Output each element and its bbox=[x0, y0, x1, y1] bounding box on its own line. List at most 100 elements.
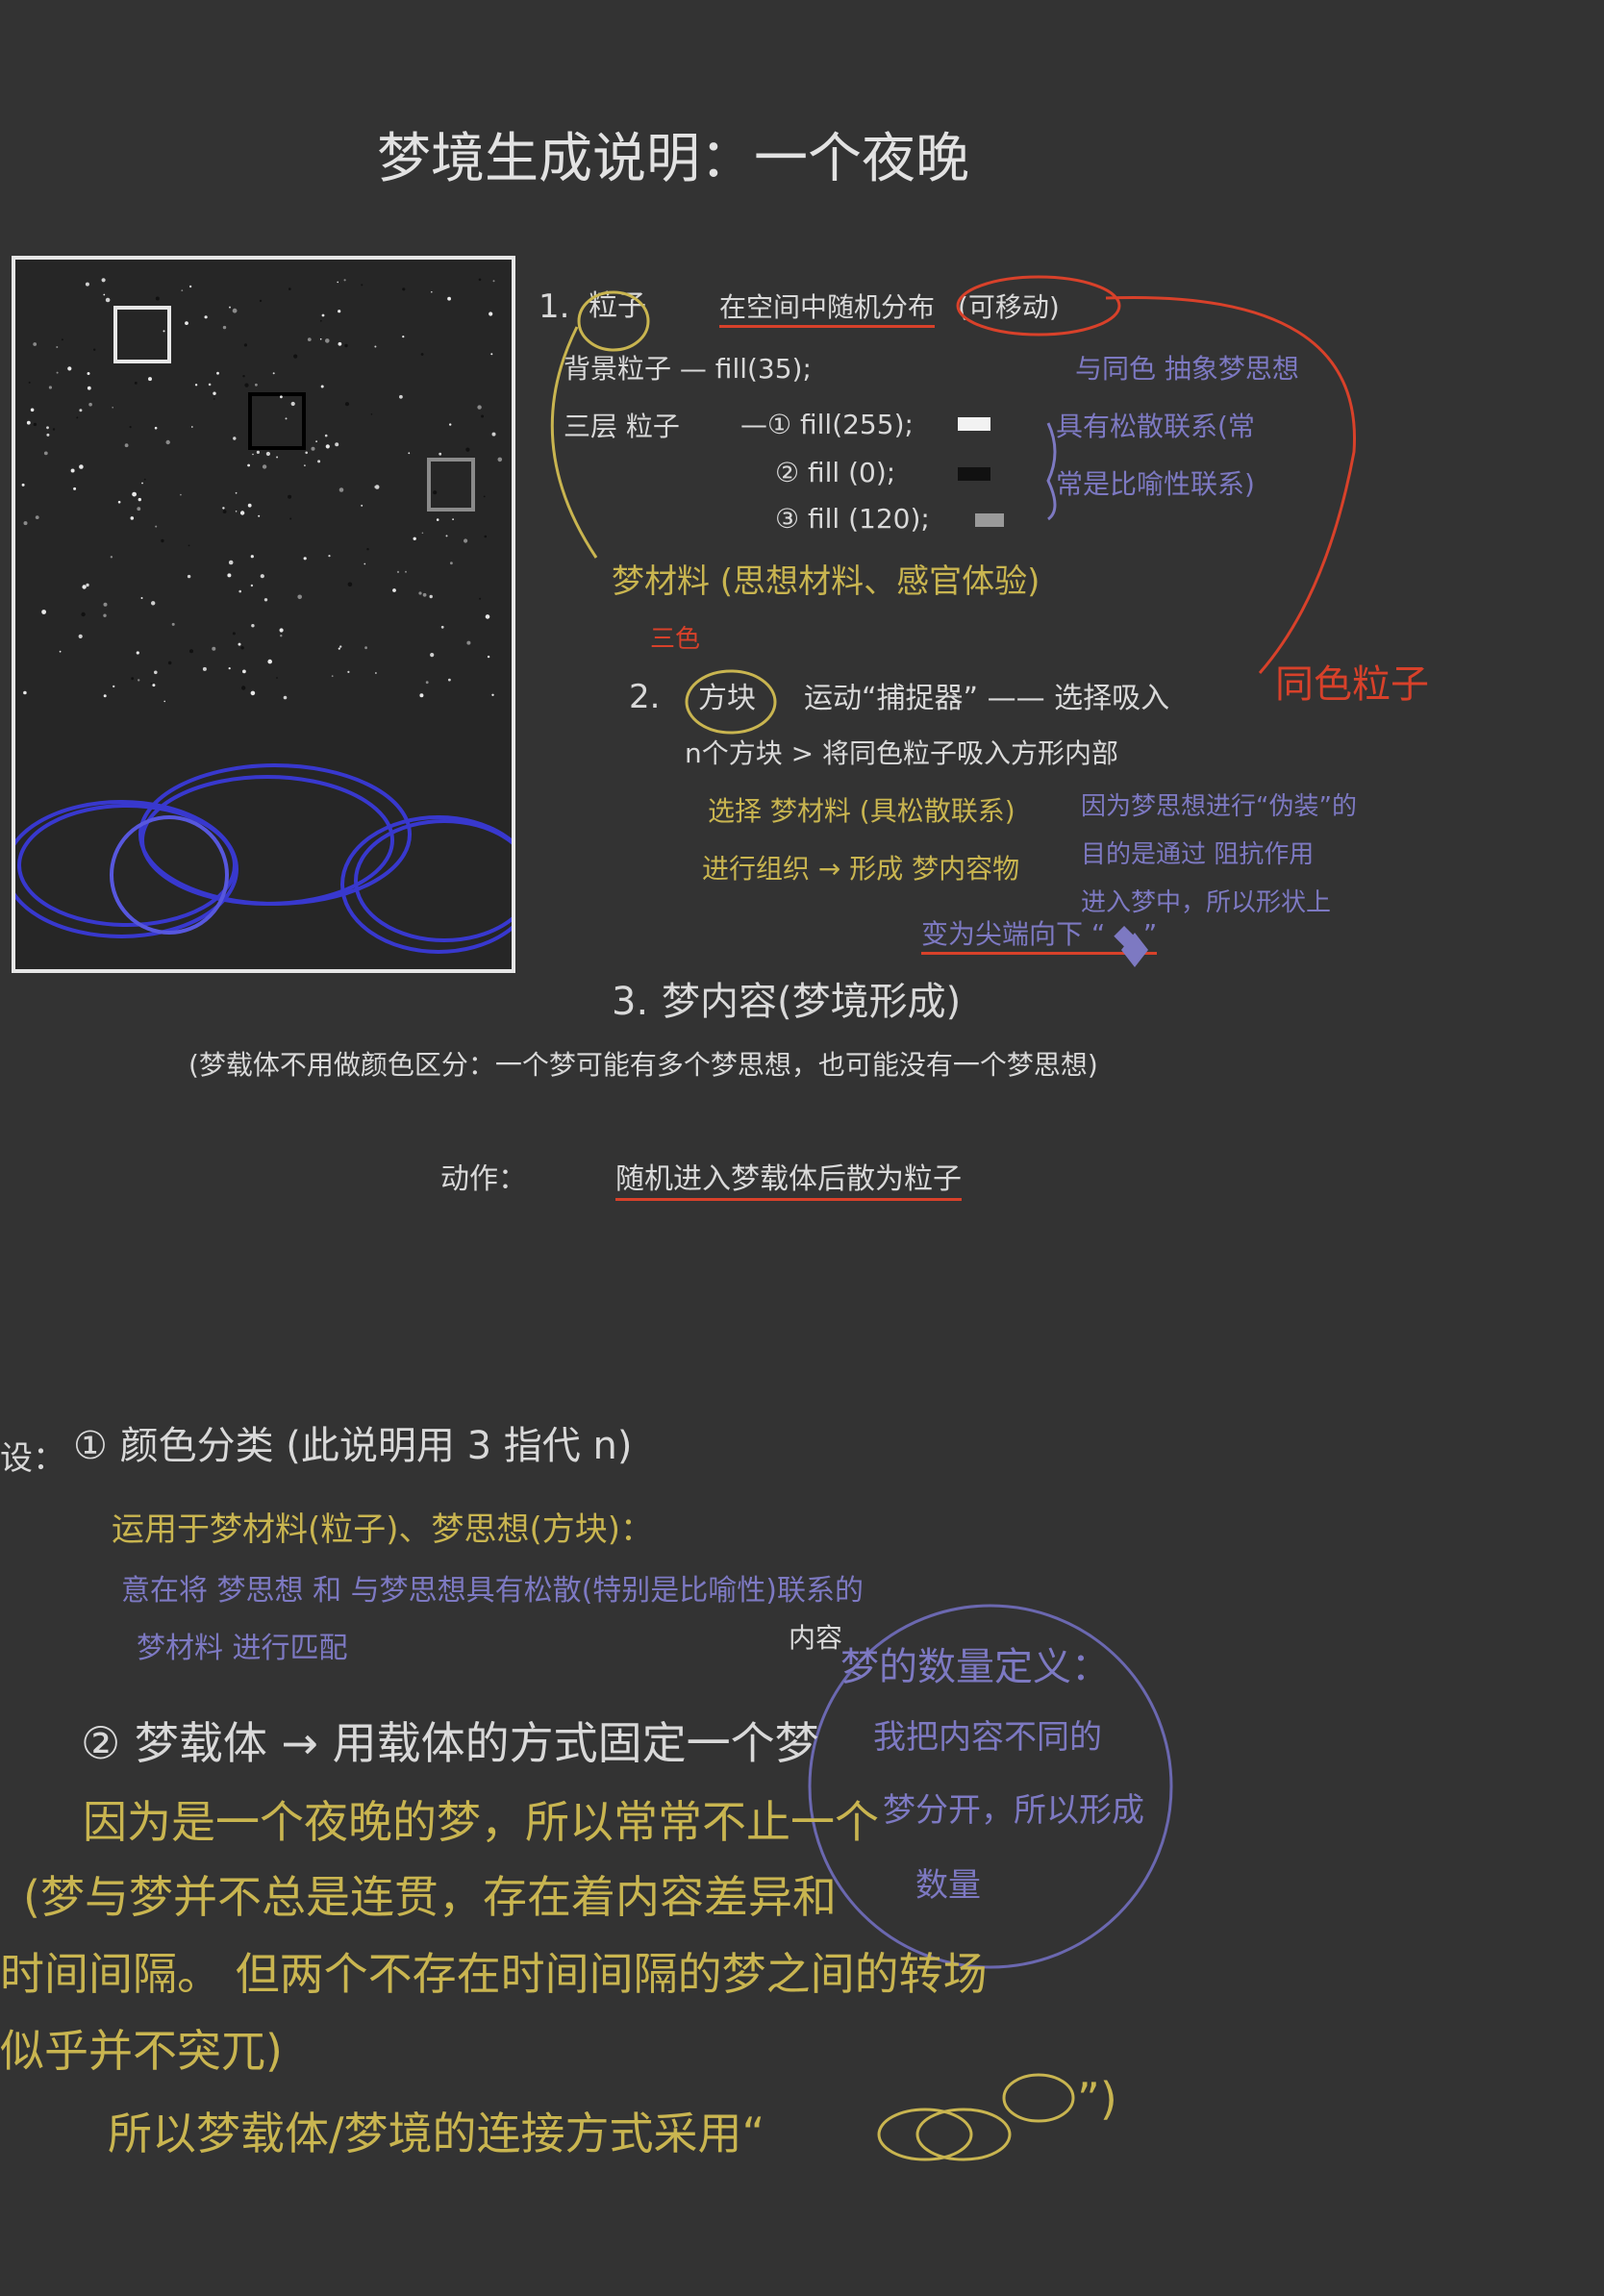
particle bbox=[447, 296, 451, 301]
particle bbox=[335, 442, 339, 447]
particle bbox=[402, 287, 406, 291]
link-ring-left bbox=[877, 2108, 973, 2161]
particle bbox=[190, 426, 193, 428]
particle bbox=[319, 337, 322, 340]
particle bbox=[56, 346, 59, 348]
particle bbox=[82, 585, 87, 589]
particle bbox=[405, 570, 407, 573]
particle bbox=[421, 532, 424, 535]
particle bbox=[279, 628, 284, 633]
particle bbox=[204, 315, 208, 319]
blue-rings bbox=[15, 763, 512, 954]
particle bbox=[445, 535, 448, 537]
particle bbox=[331, 675, 334, 678]
particle bbox=[105, 297, 111, 303]
particle bbox=[364, 646, 367, 650]
action-text: 随机进入梦载体后散为粒子 bbox=[615, 1165, 962, 1201]
section2-item: 方块 bbox=[698, 682, 756, 715]
particle bbox=[319, 319, 322, 322]
particle bbox=[344, 402, 350, 407]
particle bbox=[61, 338, 63, 341]
swatch-black bbox=[958, 467, 990, 481]
particle bbox=[23, 521, 28, 526]
particle bbox=[43, 451, 48, 456]
section1-desc: 在空间中随机分布 bbox=[719, 294, 936, 328]
particle bbox=[315, 440, 317, 442]
particle bbox=[477, 405, 482, 410]
particle bbox=[344, 343, 348, 348]
particle bbox=[185, 321, 188, 325]
gray-square bbox=[427, 458, 475, 512]
particle bbox=[222, 510, 227, 513]
particle bbox=[250, 555, 254, 559]
particle bbox=[479, 597, 482, 600]
tip-down-note: 变为尖端向下 “ ◆ ” bbox=[921, 921, 1158, 955]
particle-field bbox=[15, 278, 512, 954]
particle bbox=[87, 386, 91, 390]
particle bbox=[154, 670, 158, 675]
particle bbox=[325, 338, 330, 343]
section2-line-1: n个方块 > 将同色粒子吸入方形内部 bbox=[685, 737, 1119, 769]
particle bbox=[464, 538, 468, 543]
circle-note-3: 梦分开，所以形成 bbox=[883, 1791, 1144, 1830]
particle bbox=[276, 677, 278, 679]
particle bbox=[229, 306, 231, 309]
particle bbox=[73, 487, 77, 490]
particle bbox=[280, 395, 283, 399]
particle bbox=[79, 464, 84, 469]
particle bbox=[374, 345, 377, 348]
particle bbox=[255, 383, 258, 387]
particle bbox=[67, 366, 72, 371]
particle bbox=[241, 686, 246, 690]
particle bbox=[252, 453, 254, 456]
particle bbox=[137, 507, 141, 512]
particle bbox=[103, 602, 108, 607]
particle bbox=[228, 667, 231, 670]
particle bbox=[150, 683, 153, 685]
particle bbox=[148, 377, 152, 382]
particle bbox=[76, 416, 79, 419]
particle bbox=[324, 434, 328, 437]
particle bbox=[165, 439, 170, 445]
particle bbox=[328, 555, 331, 558]
three-colors-note: 三色 bbox=[650, 625, 701, 654]
particle bbox=[343, 279, 346, 282]
particle bbox=[93, 348, 96, 351]
dream-carrier-line-5: 所以梦载体/梦境的连接方式采用“ bbox=[108, 2108, 765, 2159]
particle bbox=[240, 646, 244, 650]
particle bbox=[138, 497, 141, 502]
particle bbox=[101, 278, 106, 283]
particle bbox=[258, 514, 261, 517]
particle bbox=[56, 371, 59, 374]
particle bbox=[256, 450, 260, 454]
particle bbox=[228, 560, 234, 565]
particle bbox=[154, 426, 158, 430]
particle bbox=[262, 464, 267, 469]
particle bbox=[136, 651, 139, 655]
particle bbox=[439, 452, 442, 456]
particle bbox=[425, 681, 429, 685]
particle bbox=[28, 381, 31, 384]
section2-desc: 运动“捕捉器” —— 选择吸入 bbox=[804, 682, 1170, 715]
particle bbox=[418, 591, 422, 595]
particle bbox=[366, 548, 369, 551]
dream-carrier-line-3: 时间间隔。 但两个不存在时间间隔的梦之间的转场 bbox=[0, 1948, 988, 2000]
particle bbox=[305, 451, 309, 455]
particle bbox=[481, 414, 485, 418]
particle bbox=[489, 312, 493, 316]
particle bbox=[429, 594, 433, 599]
same-color-particles-note: 同色粒子 bbox=[1275, 662, 1429, 707]
particle bbox=[141, 482, 143, 485]
color-classification-title: ① 颜色分类 (此说明用 3 指代 n) bbox=[73, 1424, 633, 1468]
particle bbox=[233, 437, 237, 440]
particle bbox=[280, 635, 283, 637]
particle bbox=[338, 310, 341, 313]
particle bbox=[449, 423, 452, 426]
particle bbox=[235, 491, 238, 494]
particle bbox=[232, 632, 236, 636]
particle bbox=[247, 503, 252, 508]
particle bbox=[276, 456, 279, 459]
particle bbox=[430, 653, 435, 658]
particle bbox=[103, 613, 107, 617]
particle bbox=[70, 468, 75, 473]
